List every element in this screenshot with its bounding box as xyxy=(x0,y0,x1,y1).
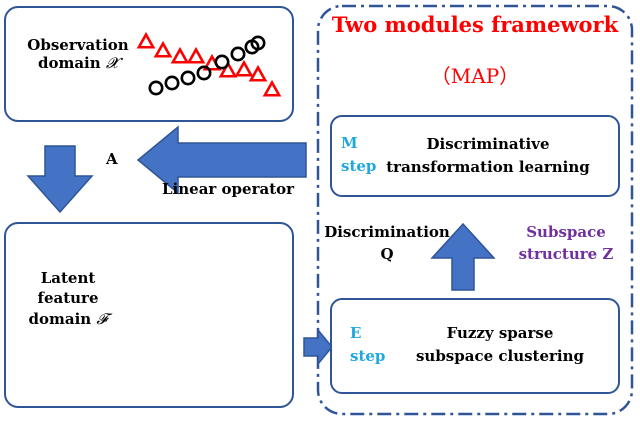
discrimination-line2: Q xyxy=(380,244,394,263)
subspace-label: Subspace structure Z xyxy=(508,222,624,266)
latent-label-line2: feature xyxy=(37,289,99,308)
latent-domain-word: domain xyxy=(28,309,92,328)
latent-domain-box xyxy=(4,222,294,408)
observation-triangle-marker xyxy=(170,46,190,64)
m-step-box xyxy=(330,115,620,197)
subspace-line1: Subspace xyxy=(526,223,606,241)
observation-circle-marker xyxy=(196,65,212,81)
framework-subtitle: （MAP） xyxy=(430,64,520,88)
m-step-text-line1: Discriminative xyxy=(426,135,550,153)
subspace-line2: structure Z xyxy=(518,244,614,263)
observation-triangle-marker xyxy=(136,31,156,49)
m-step-text: Discriminative transformation learning xyxy=(366,133,610,178)
latent-label: Latent feature domain 𝓕 xyxy=(16,268,120,329)
observation-triangle-marker xyxy=(234,59,254,77)
observation-circle-marker xyxy=(250,35,266,51)
e-step-text-line1: Fuzzy sparse xyxy=(446,324,554,342)
m-step-tag-line2: step xyxy=(341,156,377,175)
observation-triangle-marker xyxy=(262,79,282,97)
linear-operator-label: Linear operator xyxy=(162,180,295,198)
latent-label-line3: domain 𝓕 xyxy=(16,309,120,329)
latent-symbol: 𝓕 xyxy=(96,309,108,328)
e-step-text: Fuzzy sparse subspace clustering xyxy=(400,322,600,369)
up-arrow xyxy=(430,222,496,291)
e-step-tag-line1: E xyxy=(350,324,362,342)
framework-title: Two modules framework xyxy=(331,12,619,37)
m-step-tag: M step xyxy=(341,132,376,177)
observation-circle-marker xyxy=(164,75,180,91)
linear-operator-arrow xyxy=(136,125,307,195)
observation-circle-marker xyxy=(180,70,196,86)
observation-label-line1: Observation xyxy=(27,36,129,54)
observation-symbol: 𝓧 xyxy=(105,54,119,72)
a-down-arrow xyxy=(26,145,94,214)
observation-label-line2: domain 𝓧 xyxy=(18,54,138,72)
discrimination-line1: Discrimination xyxy=(324,223,450,241)
m-step-text-line2: transformation learning xyxy=(386,157,590,176)
e-step-box xyxy=(330,298,620,394)
observation-triangle-marker xyxy=(218,60,238,78)
observation-circle-marker xyxy=(214,54,230,70)
latent-label-line1: Latent xyxy=(40,269,96,287)
a-label: A xyxy=(106,150,118,168)
e-step-tag: E step xyxy=(350,322,385,369)
e-step-tag-line2: step xyxy=(350,347,386,366)
m-step-tag-line1: M xyxy=(341,134,358,152)
observation-label: Observation domain 𝓧 xyxy=(18,36,138,72)
observation-triangle-marker xyxy=(153,40,173,58)
observation-triangle-marker xyxy=(186,46,206,64)
observation-circle-marker xyxy=(230,46,246,62)
latent-to-e-arrow xyxy=(303,327,333,367)
observation-circle-marker xyxy=(148,80,164,96)
observation-triangle-marker xyxy=(248,64,268,82)
discrimination-label: Discrimination Q xyxy=(318,222,456,266)
e-step-text-line2: subspace clustering xyxy=(415,347,585,366)
observation-domain-word: domain xyxy=(37,54,101,72)
